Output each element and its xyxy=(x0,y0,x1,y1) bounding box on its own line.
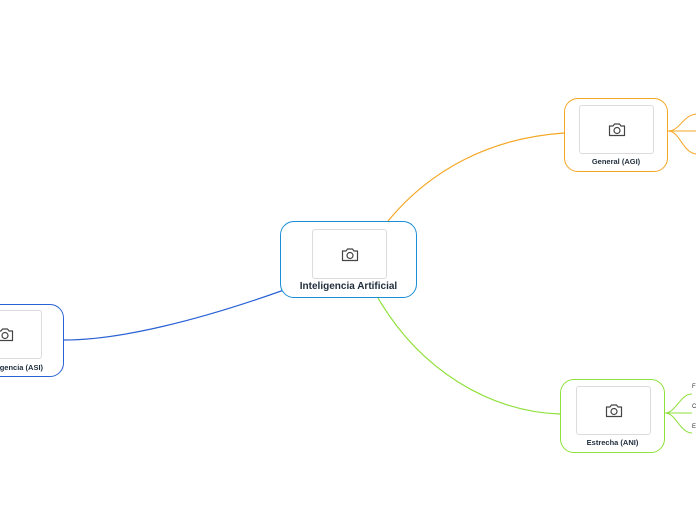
narrow-ani-node[interactable]: Estrecha (ANI) xyxy=(560,379,665,453)
camera-icon xyxy=(0,327,14,342)
camera-icon xyxy=(341,247,359,262)
central-topic-node[interactable]: Inteligencia Artificial xyxy=(280,221,417,298)
central-topic-label: Inteligencia Artificial xyxy=(299,281,398,292)
narrow-ani-image[interactable] xyxy=(576,386,651,435)
connector-general-sub-1 xyxy=(667,113,696,132)
super-asi-label: Superinteligencia (ASI) xyxy=(0,363,44,372)
general-agi-node[interactable]: General (AGI) xyxy=(564,98,668,172)
general-agi-label: General (AGI) xyxy=(591,157,641,166)
connector-narrow-sub-1 xyxy=(664,393,693,414)
connector-center-general xyxy=(387,132,565,222)
connector-general-sub-3 xyxy=(667,130,696,155)
super-asi-node[interactable]: Superinteligencia (ASI) xyxy=(0,304,64,377)
connector-narrow-sub-3 xyxy=(664,412,693,434)
central-topic-image[interactable] xyxy=(312,229,387,279)
narrow-subtopic-1[interactable]: F xyxy=(692,384,696,390)
connector-center-narrow xyxy=(377,297,561,415)
narrow-subtopic-3[interactable]: E xyxy=(692,424,696,430)
super-asi-image[interactable] xyxy=(0,310,42,359)
narrow-subtopic-2[interactable]: C xyxy=(692,404,696,410)
camera-icon xyxy=(605,403,623,418)
connector-center-super xyxy=(63,289,285,341)
camera-icon xyxy=(608,122,626,137)
narrow-ani-label: Estrecha (ANI) xyxy=(586,438,639,447)
general-agi-image[interactable] xyxy=(579,105,654,154)
